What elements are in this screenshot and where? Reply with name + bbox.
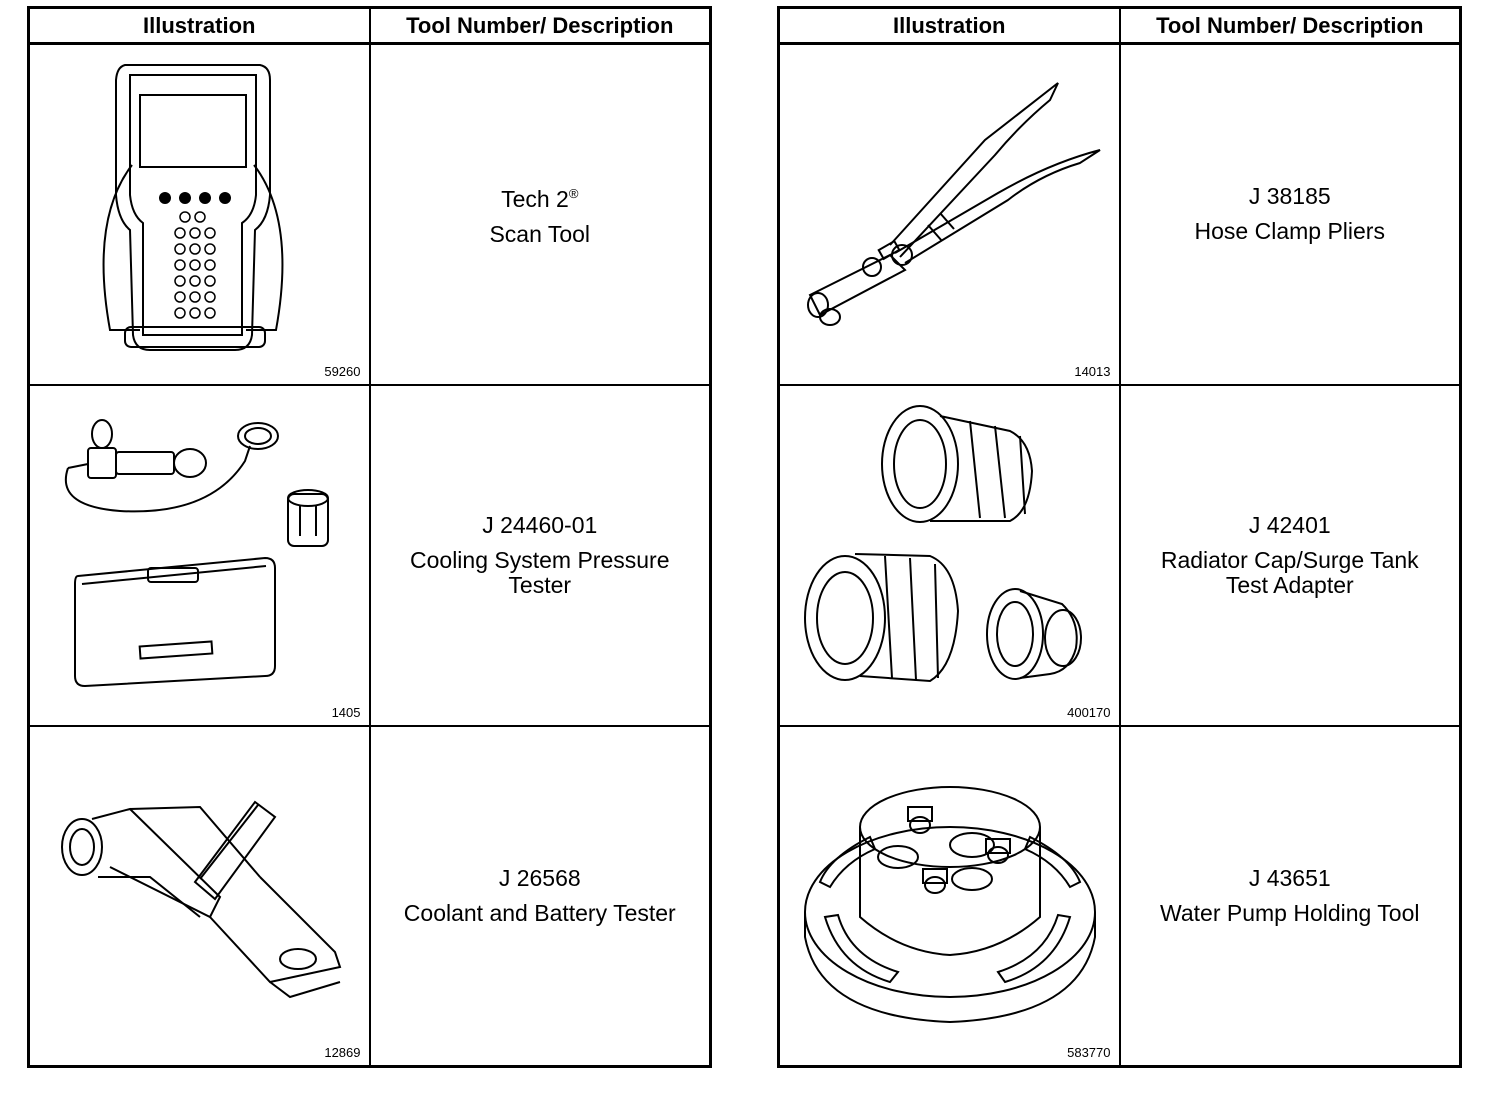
- scan-tool-icon: [30, 45, 370, 385]
- tool-description: Radiator Cap/Surge Tank Test Adapter: [1160, 546, 1419, 598]
- illustration-cell: 12869: [27, 724, 371, 1068]
- tool-number: J 42401: [1248, 511, 1331, 538]
- table-row: 12869 J 26568 Coolant and Battery Tester: [27, 724, 712, 1068]
- tool-description-header: Tool Number/ Description: [1118, 6, 1462, 45]
- tool-number-text: Tech 2: [501, 186, 569, 213]
- illustration-cell: 14013: [777, 42, 1121, 386]
- tool-number: J 24460-01: [482, 511, 598, 538]
- tool-description: Hose Clamp Pliers: [1194, 218, 1385, 245]
- tool-number: Tech 2®: [371, 181, 710, 212]
- header-row: Illustration Tool Number/ Description: [27, 6, 712, 45]
- illustration-cell: 1405: [27, 383, 371, 727]
- table-row: 14013 J 38185 Hose Clamp Pliers: [777, 42, 1462, 386]
- table-row: 400170 J 42401 Radiator Cap/Surge Tank T…: [777, 383, 1462, 727]
- illustration-cell: 583770: [777, 724, 1121, 1068]
- tool-number: J 43651: [1248, 864, 1331, 891]
- description-cell: Tech 2® Scan Tool: [368, 42, 712, 386]
- table-row: 59260 Tech 2® Scan Tool: [27, 42, 712, 386]
- figure-number: 14013: [1074, 363, 1111, 379]
- coolant-tester-icon: [30, 727, 370, 1067]
- description-cell: J 42401 Radiator Cap/Surge Tank Test Ada…: [1118, 383, 1462, 727]
- description-cell: J 38185 Hose Clamp Pliers: [1118, 42, 1462, 386]
- description-cell: J 24460-01 Cooling System Pressure Teste…: [368, 383, 712, 727]
- hose-clamp-pliers-icon: [780, 45, 1120, 385]
- table-row: 1405 J 24460-01 Cooling System Pressure …: [27, 383, 712, 727]
- illustration-header: Illustration: [777, 6, 1121, 45]
- table-row: 583770 J 43651 Water Pump Holding Tool: [777, 724, 1462, 1068]
- tool-description: Cooling System Pressure Tester: [410, 546, 670, 598]
- tool-description: Water Pump Holding Tool: [1159, 899, 1420, 926]
- tool-description: Coolant and Battery Tester: [403, 899, 676, 926]
- tool-number: J 38185: [1248, 183, 1331, 210]
- illustration-cell: 400170: [777, 383, 1121, 727]
- right-tools-table: Illustration Tool Number/ Description 14…: [777, 6, 1462, 1068]
- figure-number: 12869: [324, 1045, 361, 1060]
- left-tools-table: Illustration Tool Number/ Description: [27, 6, 712, 1068]
- water-pump-holding-tool-icon: [780, 727, 1120, 1067]
- figure-number: 583770: [1067, 1045, 1111, 1060]
- tool-number: J 26568: [498, 864, 581, 891]
- header-row: Illustration Tool Number/ Description: [777, 6, 1462, 45]
- description-cell: J 43651 Water Pump Holding Tool: [1118, 724, 1462, 1068]
- pressure-tester-icon: [30, 386, 370, 726]
- figure-number: 59260: [324, 363, 361, 379]
- illustration-cell: 59260: [27, 42, 371, 386]
- illustration-header: Illustration: [27, 6, 371, 45]
- test-adapter-icon: [780, 386, 1120, 726]
- description-cell: J 26568 Coolant and Battery Tester: [368, 724, 712, 1068]
- tool-description: Scan Tool: [489, 221, 591, 248]
- tool-description-header: Tool Number/ Description: [368, 6, 712, 45]
- figure-number: 1405: [331, 704, 361, 720]
- figure-number: 400170: [1067, 704, 1111, 720]
- registered-mark: ®: [568, 186, 579, 202]
